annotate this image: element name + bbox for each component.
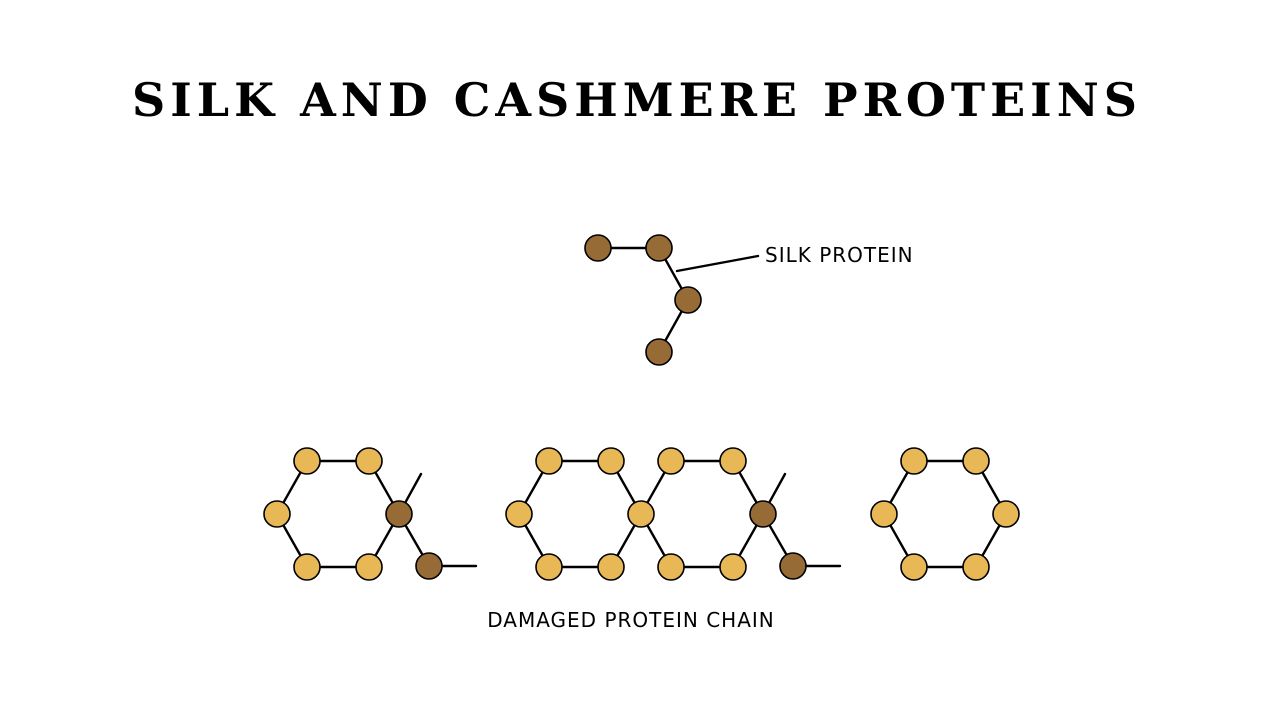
ring-atom xyxy=(355,553,383,581)
ring-atom xyxy=(657,553,685,581)
ring-atom xyxy=(962,553,990,581)
atom-layer xyxy=(263,234,1020,581)
damaged-chain-label: DAMAGED PROTEIN CHAIN xyxy=(487,608,775,632)
ring-atom xyxy=(535,553,563,581)
diagram-title: SILK AND CASHMERE PROTEINS xyxy=(132,73,1142,127)
silk-protein-atom xyxy=(645,234,673,262)
ring-atom xyxy=(597,447,625,475)
ring-atom xyxy=(900,553,928,581)
ring-atom xyxy=(293,553,321,581)
ring-atom xyxy=(719,553,747,581)
silk-protein-label: SILK PROTEIN xyxy=(765,243,914,267)
ring-atom xyxy=(385,500,413,528)
ring-atom xyxy=(992,500,1020,528)
ring-atom xyxy=(962,447,990,475)
ring-atom xyxy=(719,447,747,475)
ring-atom xyxy=(505,500,533,528)
ring-atom xyxy=(263,500,291,528)
ring-atom xyxy=(355,447,383,475)
ring-atom xyxy=(535,447,563,475)
broken-chain-atom xyxy=(779,552,807,580)
ring-atom xyxy=(870,500,898,528)
silk-protein-atom xyxy=(674,286,702,314)
ring-atom xyxy=(900,447,928,475)
ring-atom xyxy=(657,447,685,475)
ring-atom xyxy=(749,500,777,528)
ring-atom xyxy=(293,447,321,475)
silk-label-leader-line xyxy=(675,254,760,273)
ring-atom xyxy=(597,553,625,581)
silk-protein-atom xyxy=(584,234,612,262)
ring-atom xyxy=(627,500,655,528)
silk-protein-atom xyxy=(645,338,673,366)
broken-chain-atom xyxy=(415,552,443,580)
